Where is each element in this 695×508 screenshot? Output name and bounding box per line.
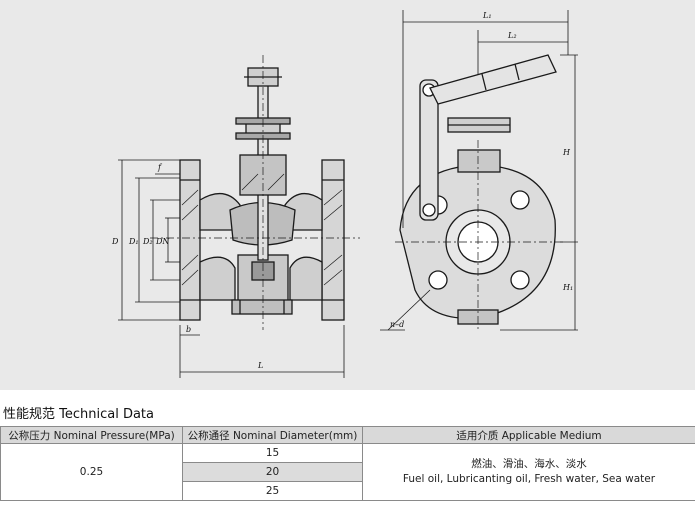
dim-label-L2: L₂ xyxy=(507,31,517,40)
medium-english-text: Fuel oil, Lubricanting oil, Fresh water,… xyxy=(402,473,656,485)
valve-section-view: D D₁ D₂ DN f b L xyxy=(111,55,360,378)
dim-label-b: b xyxy=(186,325,191,334)
dim-label-D2: D₂ xyxy=(142,237,153,246)
dim-label-f: f xyxy=(157,163,163,172)
dim-label-D1: D₁ xyxy=(128,237,139,246)
header-applicable-medium: 适用介质 Applicable Medium xyxy=(362,426,695,444)
cell-diameter-20: 20 xyxy=(182,462,363,482)
dim-label-H1: H₁ xyxy=(562,283,573,292)
valve-drawing-svg: D D₁ D₂ DN f b L xyxy=(111,10,578,378)
cell-diameter-15: 15 xyxy=(182,443,363,463)
table-header-row: 公称压力 Nominal Pressure(MPa) 公称通径 Nominal … xyxy=(0,426,695,444)
dim-label-L: L xyxy=(257,361,263,370)
dim-label-D: D xyxy=(111,237,119,246)
medium-chinese-text: 燃油、滑油、海水、淡水 xyxy=(471,458,587,470)
dim-label-H: H xyxy=(562,148,571,157)
dim-label-DN: DN xyxy=(155,237,170,246)
cell-pressure-value: 0.25 xyxy=(0,443,183,501)
dim-label-n-d: n–d xyxy=(390,320,404,329)
technical-drawing: D D₁ D₂ DN f b L xyxy=(0,0,695,390)
table-row: 20 xyxy=(1,462,695,482)
header-nominal-diameter: 公称通径 Nominal Diameter(mm) xyxy=(182,426,363,444)
section-title: 性能规范 Technical Data xyxy=(3,407,154,422)
technical-data-table: 公称压力 Nominal Pressure(MPa) 公称通径 Nominal … xyxy=(0,426,695,501)
cell-diameter-25: 25 xyxy=(182,481,363,501)
valve-side-view: L₁ L₂ H H₁ n–d xyxy=(380,10,578,331)
table-row: 25 xyxy=(1,481,695,501)
table-row: 0.25 15 燃油、滑油、海水、淡水 Fuel oil, Lubricanti… xyxy=(0,443,695,501)
cell-applicable-medium: 燃油、滑油、海水、淡水 Fuel oil, Lubricanting oil, … xyxy=(362,443,695,501)
header-nominal-pressure: 公称压力 Nominal Pressure(MPa) xyxy=(0,426,183,444)
dim-label-L1: L₁ xyxy=(482,11,492,20)
